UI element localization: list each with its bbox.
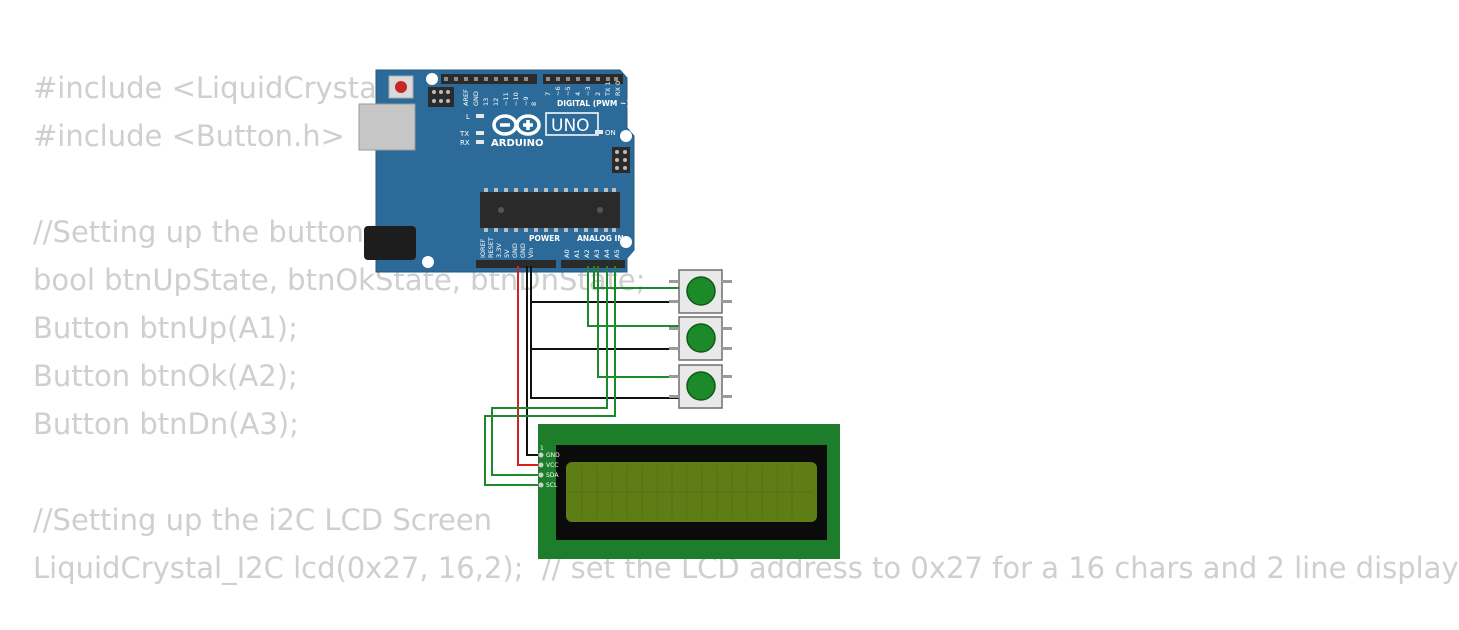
pin-label: 2: [594, 92, 602, 96]
reset-button-cap: [395, 81, 407, 93]
pin-label: A1: [573, 249, 581, 258]
pin-label: A2: [583, 249, 591, 258]
wires: [484, 266, 679, 486]
arduino-logo-icon: [492, 114, 541, 136]
code-line: Button btnDn(A3);: [33, 407, 299, 441]
code-line: Button btnUp(A1);: [33, 311, 298, 345]
led-on: [595, 130, 603, 134]
pin-label: 13: [482, 98, 490, 106]
pin-label: A5: [613, 249, 621, 258]
mounting-hole: [426, 73, 438, 85]
pin-label: ~9: [522, 96, 530, 106]
wire-gnd-lcd: [526, 266, 541, 456]
pin-label: AREF: [462, 89, 470, 106]
power-header: [476, 260, 556, 268]
pin-label: GND: [472, 91, 480, 106]
code-line: //Setting up the i2C LCD Screen: [33, 503, 493, 537]
wire-vcc: [517, 266, 541, 466]
wire-a3: [597, 266, 679, 378]
power-jack: [364, 226, 416, 260]
pin-label: A4: [603, 249, 611, 258]
digital-header-label: DIGITAL (PWM ~): [557, 99, 630, 108]
digital-header-pins: [444, 77, 618, 81]
code-line: bool btnUpState, btnOkState, btnDnState;: [33, 263, 646, 297]
code-line: //Setting up the buttons: [33, 215, 380, 249]
led-label-rx: RX: [460, 139, 470, 147]
pin-label: GND: [519, 243, 527, 258]
lcd-character-grid: [570, 466, 813, 518]
wire-a1: [587, 266, 679, 327]
wire-sda: [491, 266, 608, 476]
lcd-display[interactable]: 1 GND VCC SDA SCL: [538, 424, 840, 559]
push-button-down[interactable]: [669, 364, 732, 409]
mounting-hole: [620, 130, 632, 142]
wire-a2: [593, 266, 679, 289]
mounting-hole: [620, 236, 632, 248]
power-header-label: POWER: [529, 234, 560, 243]
pin-label: A3: [593, 249, 601, 258]
analog-header-label: ANALOG IN: [577, 234, 624, 243]
icsp-header: [428, 87, 454, 107]
analog-pin-labels: A0 A1 A2 A3 A4 A5: [563, 249, 621, 258]
code-line: #include <Button.h>: [33, 119, 345, 153]
pin-label: Vin: [527, 248, 535, 258]
pin-label: RX 0: [614, 81, 622, 96]
lcd-pin-labels: GND VCC SDA SCL: [546, 452, 560, 489]
pin-label: ~6: [554, 86, 562, 96]
pin-label: 12: [492, 98, 500, 106]
microcontroller-chip: [480, 188, 620, 232]
pin-label: 3.3V: [495, 243, 503, 258]
push-button-up[interactable]: [669, 269, 732, 314]
pin-label: ~10: [512, 92, 520, 106]
icsp-header-right: [612, 147, 630, 173]
lcd-pin-number: 1: [540, 445, 544, 452]
pin-label: TX 1: [604, 81, 612, 97]
lcd-pins: [538, 452, 544, 488]
lcd-pin-label: SCL: [546, 482, 558, 489]
led-label-tx: TX: [459, 130, 469, 138]
pin-label: ~3: [584, 86, 592, 96]
mounting-hole: [422, 256, 434, 268]
digital-pin-labels: AREF GND 13 12 ~11 ~10 ~9 8 7 ~6 ~5 4 ~3…: [462, 81, 622, 106]
lcd-pin-label: GND: [546, 452, 560, 459]
pin-label: IOREF: [479, 238, 487, 258]
on-label: ON: [605, 129, 616, 137]
digital-header-left: [441, 74, 537, 84]
arduino-uno-board[interactable]: AREF GND 13 12 ~11 ~10 ~9 8 7 ~6 ~5 4 ~3…: [358, 69, 635, 273]
usb-port: [358, 103, 416, 151]
circuit-diagram: AREF GND 13 12 ~11 ~10 ~9 8 7 ~6 ~5 4 ~3…: [358, 69, 840, 559]
pin-label: 5V: [503, 249, 511, 258]
push-button-ok[interactable]: [669, 316, 732, 361]
pin-label: A0: [563, 249, 571, 258]
lcd-pin-label: SDA: [546, 472, 559, 479]
pin-label: 8: [530, 102, 538, 106]
pin-label: 7: [544, 92, 552, 96]
wire-gnd-bus: [530, 266, 679, 399]
led-tx: [476, 131, 484, 135]
uno-label: UNO: [551, 116, 590, 136]
led-l: [476, 114, 484, 118]
wire-scl: [484, 266, 616, 486]
pin-label: ~5: [564, 86, 572, 96]
digital-header-right: [543, 74, 623, 84]
pin-label: GND: [511, 243, 519, 258]
analog-header: [561, 260, 625, 268]
power-pin-labels: IOREF RESET 3.3V 5V GND GND Vin: [479, 237, 535, 258]
led-label-l: L: [466, 113, 470, 121]
lcd-pin-label: VCC: [546, 462, 558, 469]
arduino-logo-text: ARDUINO: [491, 138, 543, 149]
led-rx: [476, 140, 484, 144]
pin-label: 4: [574, 92, 582, 96]
pin-label: RESET: [487, 237, 495, 258]
pin-label: ~11: [502, 92, 510, 106]
uno-badge: [545, 112, 599, 136]
code-line: Button btnOk(A2);: [33, 359, 298, 393]
